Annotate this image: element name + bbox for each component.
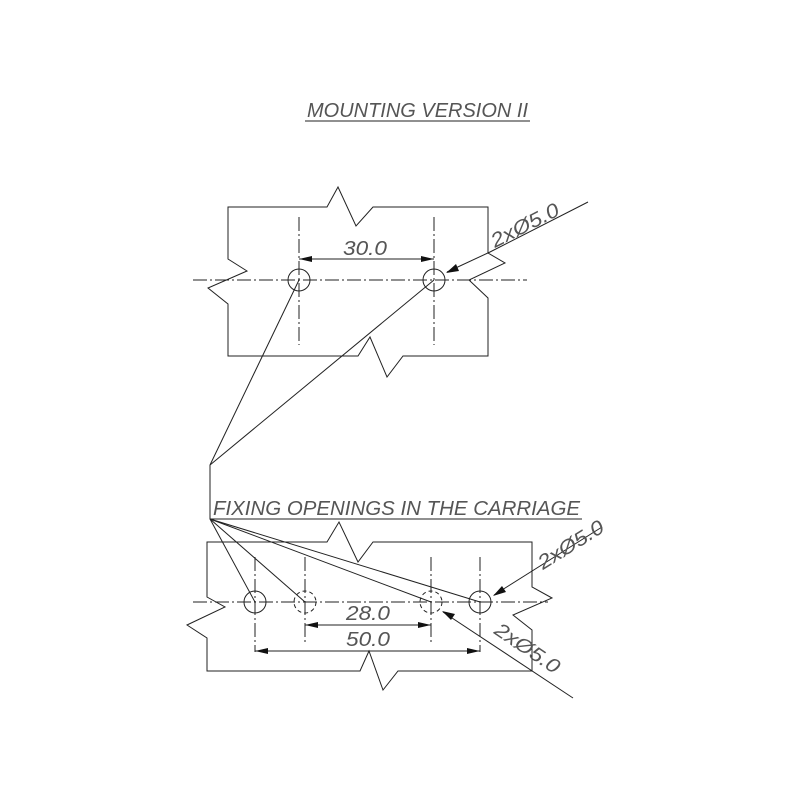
top-hole-callout: 2xØ5.0 xyxy=(486,199,563,253)
arrow-icon xyxy=(442,611,455,620)
arrow-icon xyxy=(255,648,268,654)
carriage-dashed-hole-callout: 2xØ5.0 xyxy=(489,618,564,678)
dimension-label-30: 30.0 xyxy=(343,238,387,260)
carriage-dashed-callout-leader xyxy=(442,611,574,699)
carriage-solid-callout-leader xyxy=(493,526,603,596)
fixing-openings-label: FIXING OPENINGS IN THE CARRIAGE xyxy=(213,498,581,520)
carriage-hole-solid-left xyxy=(243,590,267,614)
leader-line xyxy=(209,518,306,603)
top-mounting-plate: 30.0 2xØ5.0 xyxy=(193,185,589,466)
leader-line xyxy=(209,518,481,603)
leader-line xyxy=(209,518,256,603)
leader-line xyxy=(209,518,432,603)
arrow-icon xyxy=(467,648,480,654)
dimension-label-50: 50.0 xyxy=(346,629,390,651)
arrow-icon xyxy=(418,622,431,628)
dimension-label-28: 28.0 xyxy=(345,603,390,625)
leader-line xyxy=(209,279,300,466)
top-hole-left xyxy=(287,268,311,292)
carriage-hole-solid-right xyxy=(468,590,492,614)
top-callout-leader xyxy=(446,201,589,273)
carriage-solid-hole-callout: 2xØ5.0 xyxy=(533,516,608,574)
drawing-title: MOUNTING VERSION II xyxy=(307,100,528,122)
carriage-hole-dashed-right xyxy=(419,590,443,614)
carriage-plate: 28.0 50.0 2xØ5.0 2xØ5.0 xyxy=(185,516,608,699)
top-plate-outline xyxy=(207,185,507,378)
leader-line xyxy=(209,279,435,466)
top-hole-right xyxy=(422,268,446,292)
arrow-icon xyxy=(305,622,318,628)
arrow-icon xyxy=(299,256,312,262)
arrow-icon xyxy=(446,264,459,273)
arrow-icon xyxy=(493,586,506,596)
arrow-icon xyxy=(421,256,434,262)
carriage-hole-dashed-left xyxy=(293,590,317,614)
